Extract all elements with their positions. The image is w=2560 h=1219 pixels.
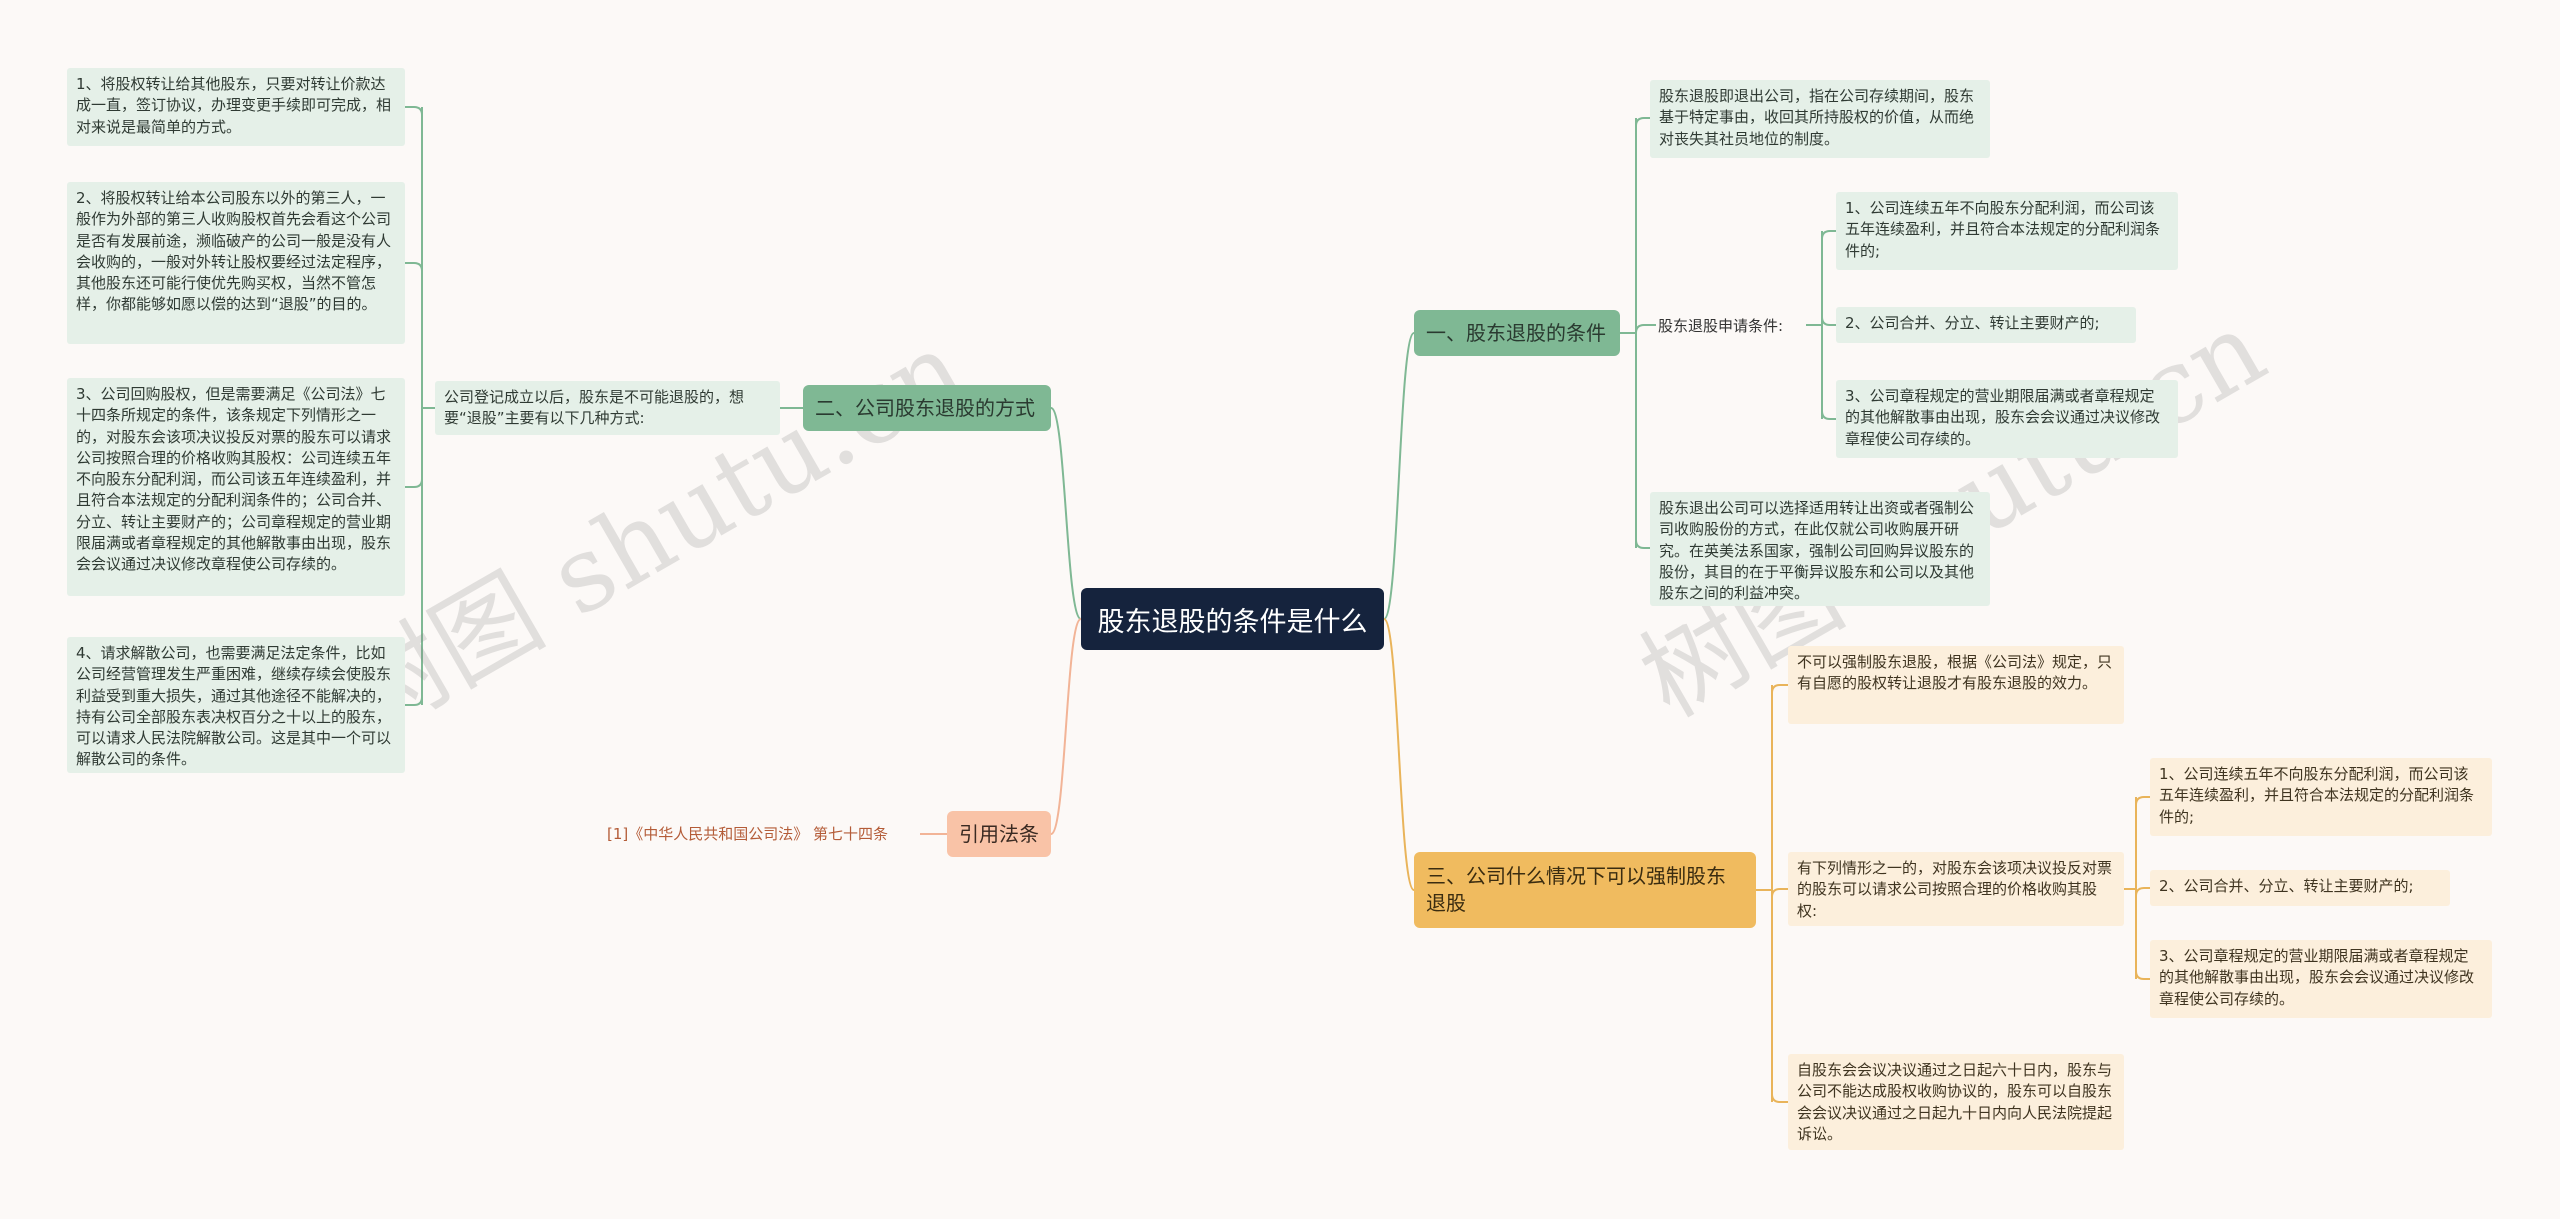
- b2-link-2: [405, 262, 423, 272]
- leaf-forced-note-3[interactable]: 自股东会会议决议通过之日起六十日内，股东与公司不能达成股权收购协议的，股东可以自…: [1788, 1054, 2124, 1150]
- link-root-branch2: [1050, 407, 1082, 620]
- branch-methods[interactable]: 二、公司股东退股的方式: [803, 385, 1051, 431]
- b3-items-link-2: [2135, 887, 2150, 897]
- b3-link-2: [1771, 888, 1788, 898]
- leaf-forced-item-1[interactable]: 1、公司连续五年不向股东分配利润，而公司该五年连续盈利，并且符合本法规定的分配利…: [2150, 758, 2492, 836]
- leaf-apply-item-2[interactable]: 2、公司合并、分立、转让主要财产的;: [1836, 307, 2136, 343]
- branch-conditions[interactable]: 一、股东退股的条件: [1414, 310, 1620, 356]
- b1-link-2: [1635, 324, 1656, 334]
- leaf-forced-item-3[interactable]: 3、公司章程规定的营业期限届满或者章程规定的其他解散事由出现，股东会会议通过决议…: [2150, 940, 2492, 1018]
- leaf-forced-item-2[interactable]: 2、公司合并、分立、转让主要财产的;: [2150, 870, 2450, 906]
- leaf-apply-item-3[interactable]: 3、公司章程规定的营业期限届满或者章程规定的其他解散事由出现，股东会会议通过决议…: [1836, 380, 2178, 458]
- leaf-apply-item-1[interactable]: 1、公司连续五年不向股东分配利润，而公司该五年连续盈利，并且符合本法规定的分配利…: [1836, 192, 2178, 270]
- leaf-apply-label[interactable]: 股东退股申请条件:: [1658, 317, 1784, 335]
- b1-link-1: [1635, 117, 1650, 127]
- leaf-exit-note[interactable]: 股东退出公司可以选择适用转让出资或者强制公司收购股份的方式，在此仅就公司收购展开…: [1650, 492, 1990, 606]
- leaf-method-2[interactable]: 2、将股权转让给本公司股东以外的第三人，一般作为外部的第三人收购股权首先会看这个…: [67, 182, 405, 344]
- link-root-branch3: [1383, 618, 1415, 891]
- b2-link-1: [405, 106, 423, 116]
- b3-items-link-3: [2135, 970, 2150, 980]
- leaf-forced-note-1[interactable]: 不可以强制股东退股，根据《公司法》规定，只有自愿的股权转让退股才有股东退股的效力…: [1788, 646, 2124, 724]
- b1-apply-link-1: [1821, 230, 1836, 240]
- leaf-method-3[interactable]: 3、公司回购股权，但是需要满足《公司法》七十四条所规定的条件，该条规定下列情形之…: [67, 378, 405, 596]
- leaf-method-1[interactable]: 1、将股权转让给其他股东，只要对转让价款达成一直，签订协议，办理变更手续即可完成…: [67, 68, 405, 146]
- leaf-methods-intro[interactable]: 公司登记成立以后，股东是不可能退股的，想要“退股”主要有以下几种方式:: [435, 381, 780, 435]
- link-root-branch4: [1050, 618, 1082, 835]
- leaf-definition[interactable]: 股东退股即退出公司，指在公司存续期间，股东基于特定事由，收回其所持股权的价值，从…: [1650, 80, 1990, 158]
- branch-forced-exit[interactable]: 三、公司什么情况下可以强制股东退股: [1414, 852, 1756, 928]
- branch-citations[interactable]: 引用法条: [947, 811, 1051, 857]
- b1-apply-link-3: [1821, 410, 1836, 420]
- leaf-forced-note-2[interactable]: 有下列情形之一的，对股东会该项决议投反对票的股东可以请求公司按照合理的价格收购其…: [1788, 852, 2124, 926]
- b1-link-3: [1635, 539, 1650, 549]
- b3-items-link-1: [2135, 796, 2150, 806]
- root-topic[interactable]: 股东退股的条件是什么: [1081, 588, 1384, 650]
- b3-link-3: [1771, 1093, 1788, 1103]
- b1-apply-link-2: [1821, 316, 1836, 326]
- leaf-citation[interactable]: [1]《中华人民共和国公司法》 第七十四条: [605, 818, 920, 848]
- b3-link-1: [1771, 684, 1788, 694]
- link-root-branch1: [1383, 332, 1415, 620]
- leaf-method-4[interactable]: 4、请求解散公司，也需要满足法定条件，比如公司经营管理发生严重困难，继续存续会使…: [67, 637, 405, 773]
- b2-link-3: [405, 478, 423, 488]
- b2-link-4: [405, 696, 423, 706]
